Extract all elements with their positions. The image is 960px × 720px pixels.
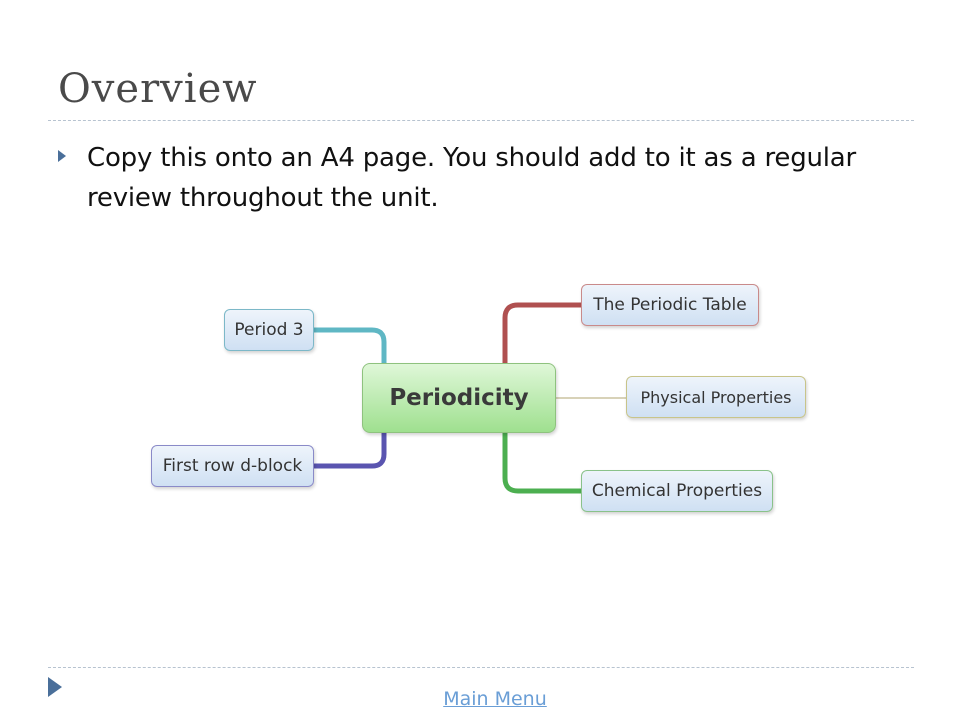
main-menu-link[interactable]: Main Menu <box>443 688 547 710</box>
slide-title: Overview <box>58 66 258 112</box>
mindmap-node-first-row-d-block: First row d-block <box>151 445 314 487</box>
footer-divider <box>48 667 914 668</box>
connector-ptable <box>502 302 584 366</box>
mindmap-node-period-3: Period 3 <box>224 309 314 351</box>
bullet-text: Copy this onto an A4 page. You should ad… <box>87 143 857 213</box>
mindmap-node-periodic-table: The Periodic Table <box>581 284 759 326</box>
connector-dblock <box>311 430 387 469</box>
mindmap-node-physical-properties: Physical Properties <box>626 376 806 418</box>
mindmap-node-chemical-properties: Chemical Properties <box>581 470 773 512</box>
connector-chem <box>502 430 584 494</box>
next-slide-arrow-icon[interactable] <box>48 677 62 697</box>
bullet-arrow-icon <box>58 150 66 162</box>
mindmap-center-node: Periodicity <box>362 363 556 433</box>
title-divider <box>48 120 914 121</box>
connector-period3 <box>311 327 387 366</box>
